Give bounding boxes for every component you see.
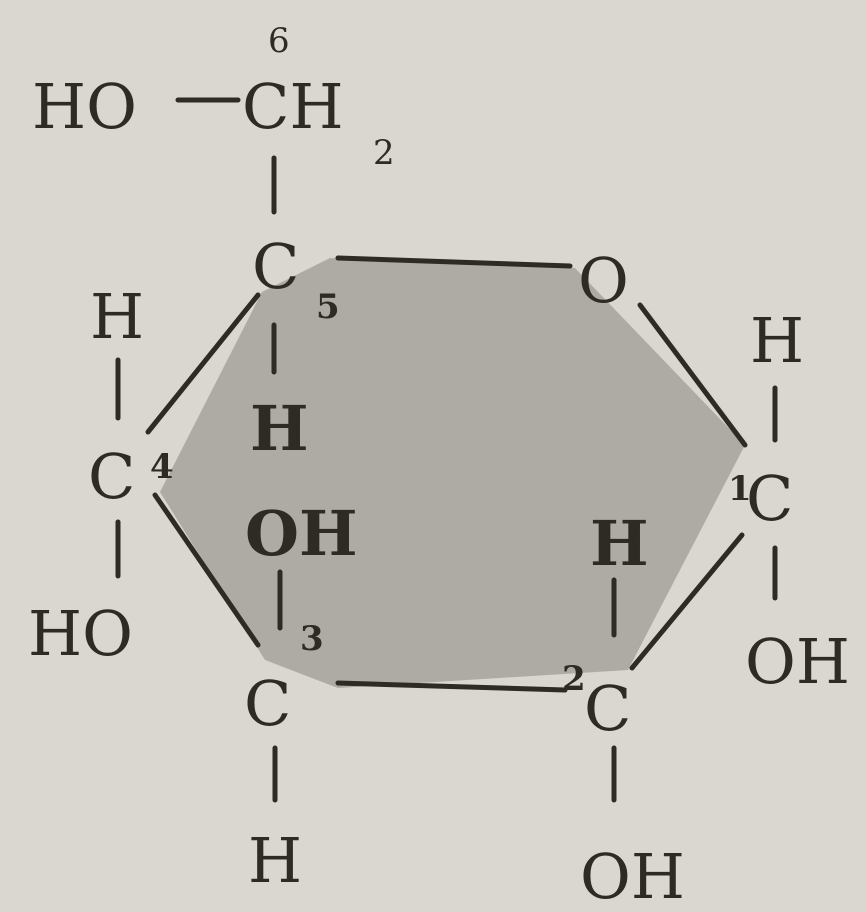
bond-c3-c4: [152, 492, 261, 648]
c3-oh-label: OH: [245, 497, 358, 570]
ch2-carbon-label: CH: [242, 70, 344, 143]
c2-label: C: [584, 672, 631, 745]
c5-number: 5: [316, 287, 340, 327]
ch2-ho-label: HO: [32, 70, 137, 143]
c4-label: C: [88, 440, 135, 513]
c2-number: 2: [562, 659, 586, 699]
c1-label: C: [746, 462, 793, 535]
c3-number: 3: [300, 619, 324, 659]
c3-label: C: [244, 667, 291, 740]
c1-number: 1: [728, 469, 752, 509]
bond-c5-o: [335, 255, 573, 269]
ring-oxygen-label: O: [578, 244, 629, 317]
substituent-bonds: [115, 97, 778, 803]
bond-c1-c2: [629, 532, 745, 671]
c1-h-label: H: [750, 304, 804, 377]
c3-h-label: H: [248, 824, 302, 897]
ring-plane: [160, 258, 745, 688]
c6-number: 6: [268, 21, 290, 61]
bond-c4-c5: [145, 292, 261, 435]
c2-h-label: H: [590, 507, 649, 580]
c1-oh-label: OH: [745, 625, 850, 698]
ch2-subscript: 2: [373, 133, 395, 173]
c5-h-label: H: [250, 392, 309, 465]
c4-h-label: H: [90, 280, 144, 353]
c4-ho-label: HO: [28, 597, 133, 670]
bond-c2-c3: [335, 680, 568, 693]
c4-number: 4: [150, 447, 174, 487]
bond-o-c1: [637, 302, 748, 448]
c2-oh-label: OH: [580, 840, 685, 912]
c5-label: C: [252, 230, 299, 303]
ring-bonds: [145, 255, 748, 693]
